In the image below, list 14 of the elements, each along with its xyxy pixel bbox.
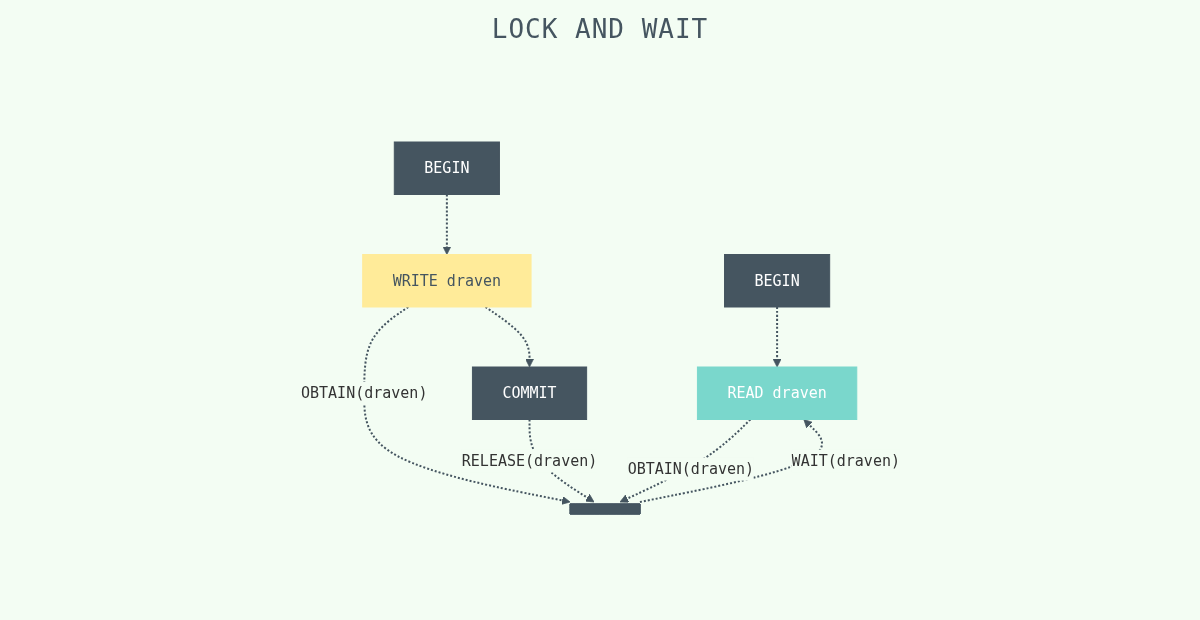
- edge-label: WAIT(draven): [791, 451, 900, 470]
- arrow: [638, 419, 823, 503]
- node-box: READ draven: [696, 366, 857, 420]
- node-box: WRITE draven: [361, 254, 532, 308]
- node-box: BEGIN: [393, 141, 500, 195]
- node-box: COMMIT: [471, 366, 587, 420]
- arrow: [528, 418, 594, 503]
- edge-label: RELEASE(draven): [461, 451, 597, 470]
- node-box: BEGIN: [723, 254, 830, 308]
- edge-label: OBTAIN(draven): [627, 459, 754, 478]
- arrow: [362, 306, 570, 505]
- arrow: [442, 193, 451, 255]
- diagram-title: LOCK AND WAIT: [490, 14, 710, 44]
- edge-label: OBTAIN(draven): [300, 384, 427, 402]
